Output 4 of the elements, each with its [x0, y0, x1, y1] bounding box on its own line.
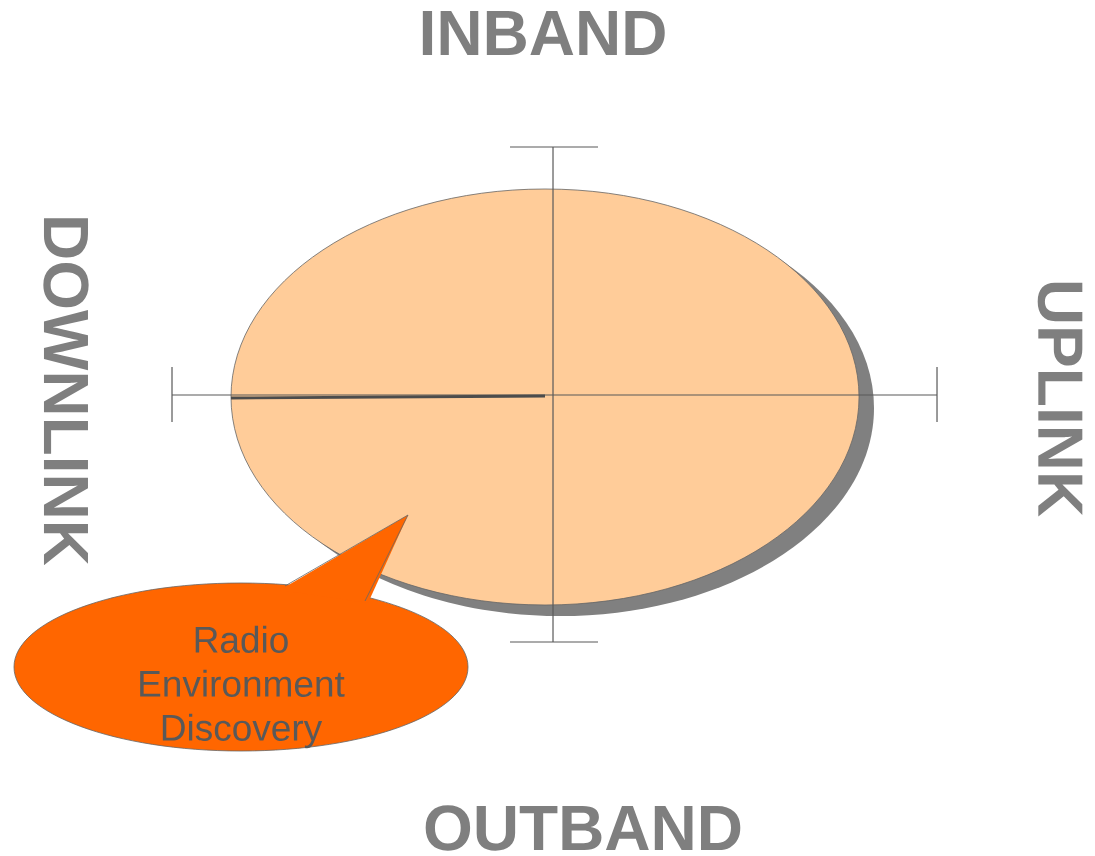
- axis-label: OUTBAND: [425, 805, 741, 851]
- ellipse-shape: [230, 188, 874, 616]
- axis-label: UPLINK: [1037, 282, 1083, 517]
- axis-label: INBAND: [422, 11, 665, 55]
